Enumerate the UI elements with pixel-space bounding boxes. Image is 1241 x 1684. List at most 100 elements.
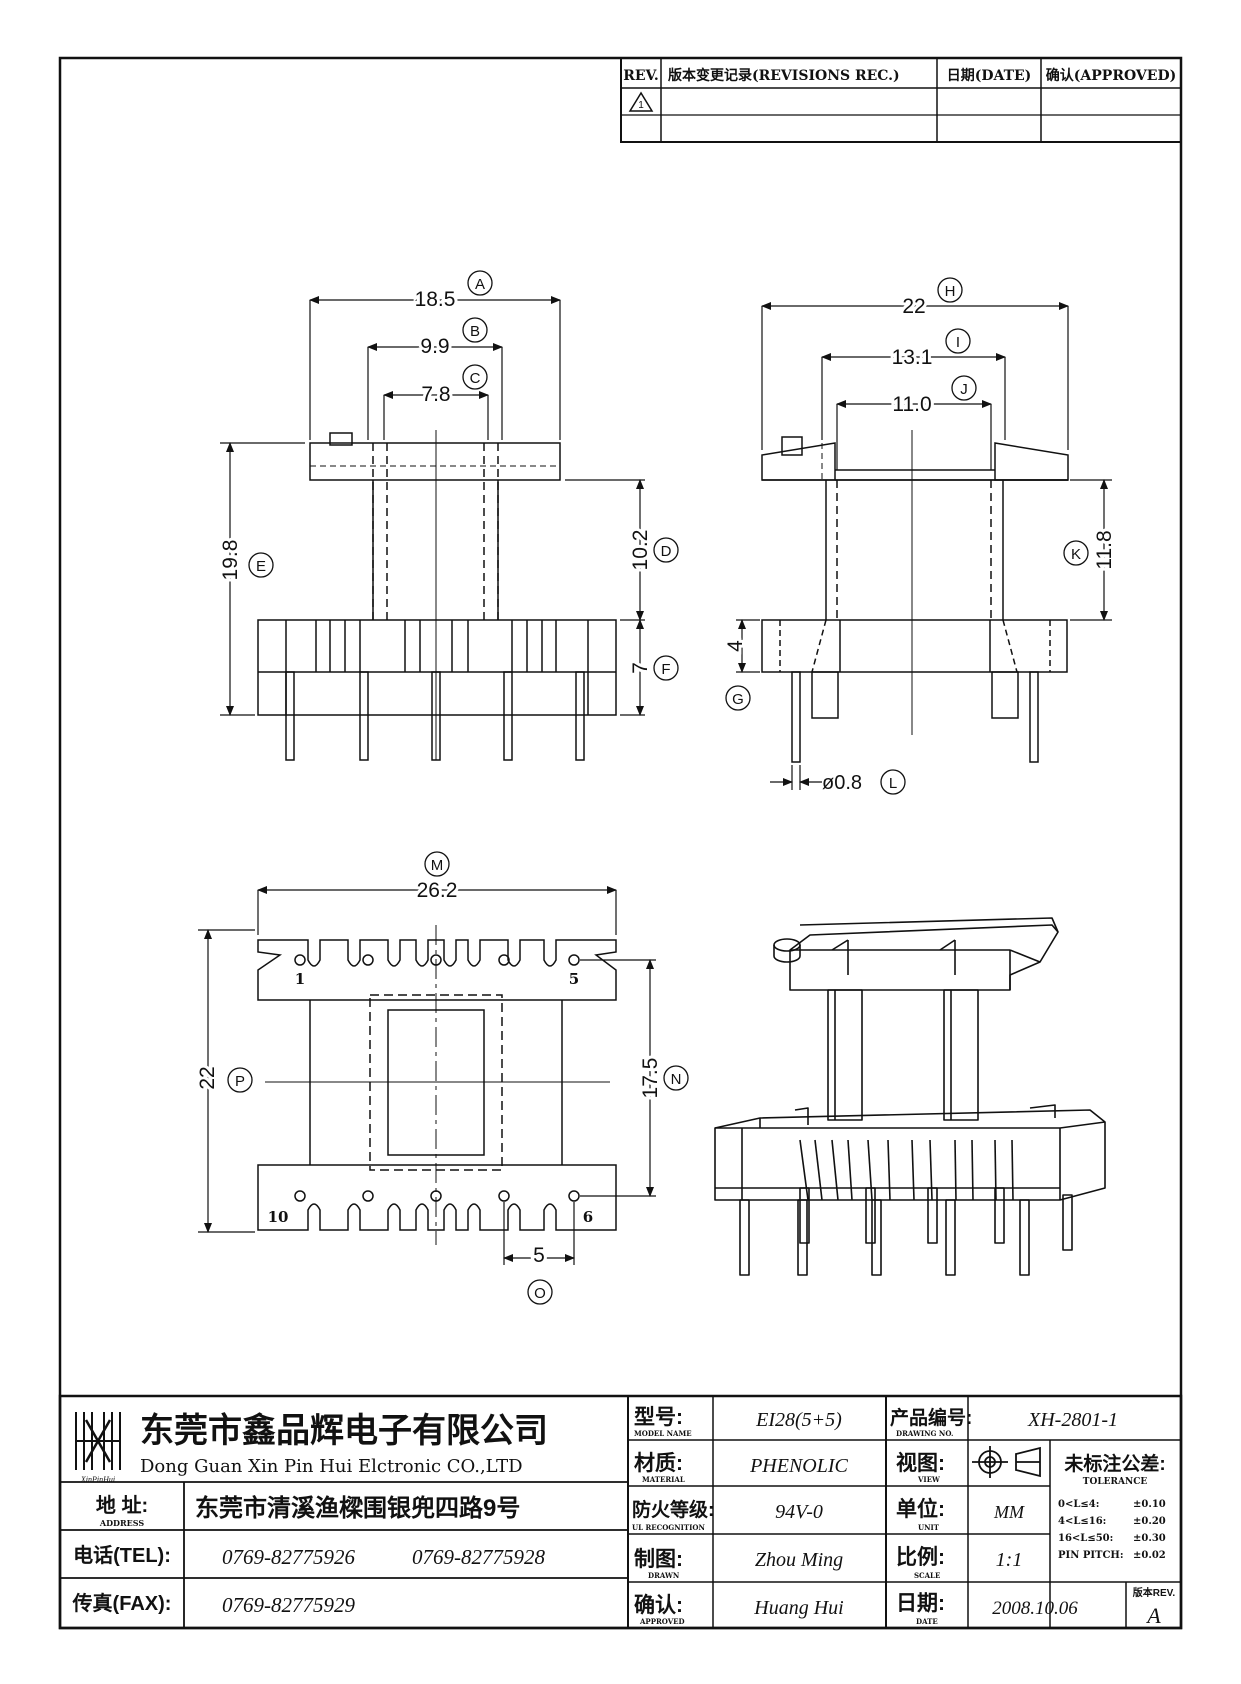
material-label-en: MATERIAL: [642, 1475, 685, 1484]
scale-label: 比例:: [896, 1545, 945, 1569]
dim-e-letter: E: [256, 558, 266, 575]
rev-label: 版本REV.: [1133, 1586, 1176, 1599]
dim-j-value: 11.0: [892, 393, 931, 416]
dim-i-letter: I: [956, 334, 960, 351]
pin-1-label: 1: [295, 970, 305, 988]
tolerance-range-3: 16<L≤50:: [1058, 1533, 1113, 1544]
dim-k-balloon: [1063, 540, 1089, 566]
dim-a-letter: A: [475, 276, 485, 293]
fax-label: 传真(FAX):: [72, 1591, 172, 1615]
revisions-col-header: 版本变更记录(REVISIONS REC.): [668, 67, 900, 84]
dim-c-value: 7.8: [421, 383, 450, 406]
view-label-en: VIEW: [917, 1475, 940, 1484]
front-view: [257, 430, 617, 761]
dim-i-value: 13.1: [892, 346, 933, 369]
dim-n-value: 17.5: [639, 1058, 662, 1099]
address-label-en: ADDRESS: [99, 1518, 144, 1528]
scale-value: 1:1: [996, 1549, 1023, 1571]
dim-c-letter: C: [470, 370, 481, 387]
material-value: PHENOLIC: [749, 1455, 848, 1477]
date-label: 日期:: [896, 1592, 945, 1615]
revision-number: 1: [638, 100, 644, 111]
material-label: 材质:: [634, 1451, 683, 1475]
dim-a-balloon: [467, 270, 493, 296]
dim-p-letter: P: [235, 1073, 245, 1090]
dim-b-letter: B: [470, 323, 480, 340]
approved-value: Huang Hui: [753, 1597, 843, 1619]
bottom-view: [257, 925, 617, 1245]
dim-g-balloon: [725, 685, 751, 711]
drawing-no-label-en: DRAWING NO.: [896, 1429, 953, 1438]
drawing-no-value: XH-2801-1: [1027, 1409, 1118, 1431]
ul-label: 防火等级:: [632, 1498, 714, 1521]
dim-d-value: 10.2: [629, 530, 652, 571]
dim-d-balloon: [653, 537, 679, 563]
drawn-label: 制图:: [634, 1548, 683, 1571]
unit-value: MM: [993, 1502, 1025, 1522]
front-view-dimensions: [220, 296, 645, 716]
approved-label-en: APPROVED: [639, 1617, 685, 1626]
unit-label-en: UNIT: [918, 1523, 940, 1532]
logo-text: XinPinHui: [80, 1475, 115, 1484]
dim-g-value: 4: [724, 640, 747, 652]
company-name-cn: 东莞市鑫品辉电子有限公司: [140, 1411, 548, 1450]
side-view: [761, 430, 1069, 763]
view-label: 视图:: [896, 1451, 945, 1475]
dim-m-balloon: [424, 851, 450, 877]
dim-o-value: 5: [533, 1244, 545, 1267]
tolerance-label-en: TOLERANCE: [1083, 1477, 1148, 1487]
approved-label: 确认:: [634, 1593, 683, 1617]
company-logo-icon: [75, 1412, 121, 1470]
dim-l-letter: L: [889, 775, 897, 792]
dim-o-letter: O: [534, 1285, 546, 1302]
pin-6-label: 6: [583, 1208, 593, 1226]
dim-a-value: 18.5: [415, 288, 456, 311]
tolerance-value-4: ±0.02: [1133, 1550, 1166, 1561]
tolerance-value-3: ±0.30: [1133, 1533, 1166, 1544]
tolerance-range-1: 0<L≤4:: [1058, 1499, 1099, 1510]
dim-l-value: ø0.8: [822, 772, 862, 794]
date-value: 2008.10.06: [992, 1598, 1078, 1619]
tolerance-label: 未标注公差:: [1063, 1452, 1165, 1475]
dim-l-balloon: [880, 769, 906, 795]
approved-col-header: 确认(APPROVED): [1046, 67, 1176, 84]
dim-e-balloon: [248, 552, 274, 578]
tel-label: 电话(TEL):: [73, 1544, 171, 1567]
drawing-border: [58, 56, 1183, 1630]
dim-j-letter: J: [960, 381, 968, 398]
dim-f-value: 7: [629, 662, 652, 674]
dim-p-value: 22: [196, 1066, 219, 1089]
dim-m-value: 26.2: [417, 879, 458, 902]
dim-e-value: 19.8: [219, 540, 242, 581]
dim-h-balloon: [937, 277, 963, 303]
rev-value: A: [1145, 1603, 1161, 1628]
isometric-view: [714, 917, 1106, 1276]
dim-k-value: 11.8: [1093, 530, 1116, 569]
ul-value: 94V-0: [775, 1501, 823, 1523]
model-label-en: MODEL NAME: [634, 1429, 692, 1438]
unit-label: 单位:: [896, 1497, 945, 1521]
dim-b-balloon: [462, 317, 488, 343]
tolerance-value-1: ±0.10: [1133, 1499, 1166, 1510]
dim-g-letter: G: [732, 691, 744, 708]
bottom-view-dimensions: [198, 886, 656, 1265]
dim-c-balloon: [462, 364, 488, 390]
dim-j-balloon: [951, 375, 977, 401]
scale-label-en: SCALE: [914, 1571, 940, 1580]
dim-d-letter: D: [661, 543, 672, 560]
dim-h-value: 22: [902, 295, 925, 318]
model-value: EI28(5+5): [755, 1409, 842, 1431]
dim-i-balloon: [945, 328, 971, 354]
address-value: 东莞市清溪渔樑围银兜四路9号: [195, 1494, 520, 1522]
tel-value-2: 0769-82775928: [412, 1545, 545, 1569]
revision-table: [620, 57, 1182, 143]
drawn-value: Zhou Ming: [755, 1549, 843, 1571]
pin-10-label: 10: [268, 1208, 289, 1226]
dim-m-letter: M: [431, 857, 444, 874]
tolerance-value-2: ±0.20: [1133, 1516, 1166, 1527]
dim-n-letter: N: [671, 1071, 682, 1088]
drawn-label-en: DRAWN: [648, 1571, 680, 1580]
model-label: 型号:: [634, 1406, 683, 1429]
pin-5-label: 5: [569, 970, 579, 988]
